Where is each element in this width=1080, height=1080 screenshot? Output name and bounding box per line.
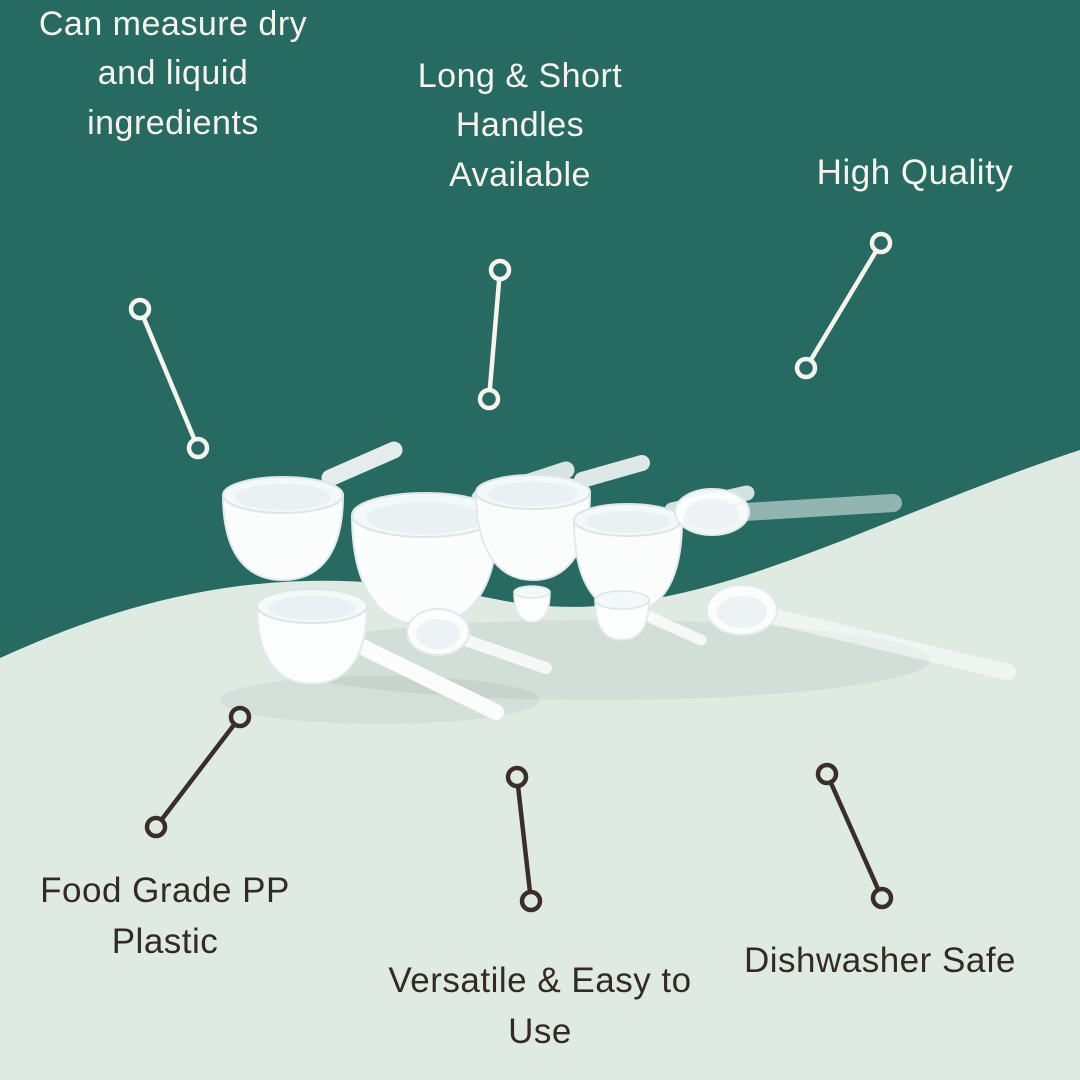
callout-handles-label: Long & Short Handles Available bbox=[417, 57, 623, 194]
callout-versatile-label: Versatile & Easy to Use bbox=[388, 961, 692, 1051]
connector-measure bbox=[128, 297, 210, 460]
connector-quality bbox=[794, 231, 893, 380]
connector-versatile bbox=[505, 765, 543, 913]
callout-food-grade-label: Food Grade PP Plastic bbox=[40, 871, 290, 961]
callout-quality-label: High Quality bbox=[816, 153, 1014, 192]
callout-dishwasher-label: Dishwasher Safe bbox=[743, 941, 1017, 980]
scoops-group bbox=[220, 441, 1016, 724]
connector-dishwasher bbox=[815, 762, 894, 910]
connector-food-grade bbox=[144, 705, 252, 839]
connector-handles bbox=[477, 258, 512, 411]
callout-measure-label: Can measure dry and liquid ingredients bbox=[38, 5, 308, 142]
